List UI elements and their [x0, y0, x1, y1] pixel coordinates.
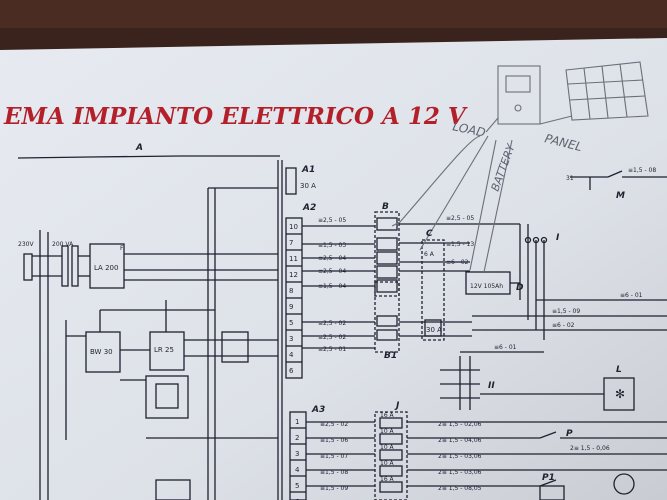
terminal-number: 3 [295, 450, 299, 458]
wire-label-lower-1: ≡2,5 - 02 [318, 320, 346, 327]
ink-wiring [17, 155, 667, 500]
wire-label-right-1: ≡2,5 - 05 [446, 215, 474, 222]
terminal-number: 4 [289, 351, 294, 359]
wire-label-upper-1: ≡2,5 - 05 [318, 217, 346, 224]
sketch-device [497, 65, 541, 125]
terminal-strip-a3: 1 2 3 4 5 6 [295, 418, 300, 500]
fuse-j-3: 10 A [380, 444, 395, 451]
terminal-number: 10 [289, 223, 298, 231]
wire-label-right-2: ≡1,5 - 13 [446, 241, 474, 248]
wire-label-far-3: ≡6 - 02 [552, 322, 575, 329]
terminal-number: 5 [289, 319, 293, 327]
wire-label-top-right: ≡1,5 - 08 [628, 167, 656, 174]
wire-label-far-2: ≡1,5 - 09 [552, 308, 580, 315]
label-LR: LR 25 [154, 346, 174, 354]
wire-label-j-3: 2≡ 1,5 - 03,06 [438, 453, 482, 460]
wood-grain-band [0, 0, 667, 28]
label-J: J [394, 401, 400, 411]
label-C: C [426, 229, 433, 239]
wire-label-a3-5: ≡1,5 - 09 [320, 485, 348, 492]
wire-label-upper-3: ≡2,5 - 04 [318, 255, 346, 262]
label-M: M [616, 191, 625, 201]
terminal-number: 4 [295, 466, 300, 474]
label-II: II [488, 381, 495, 391]
label-A2: A2 [302, 203, 316, 213]
terminal-number: 8 [289, 287, 293, 295]
wire-label-a3-4: ≡1,5 - 08 [320, 469, 348, 476]
terminal-number: 3 [289, 335, 293, 343]
label-B1: B1 [384, 351, 397, 361]
label-A1: A1 [301, 165, 315, 175]
sketch-load-label: LOAD [451, 119, 486, 140]
label-A1-rating: 30 A [300, 182, 316, 190]
label-P: P [566, 429, 573, 439]
terminal-number: 7 [289, 239, 293, 247]
label-31: 31 [566, 175, 574, 182]
wire-label-upper-2: ≡1,5 - 03 [318, 242, 346, 249]
wire-label-j-5: 2≡ 1,5 - 08,05 [438, 485, 482, 492]
motor-icon [613, 473, 635, 495]
fuse-j-2: 10 A [380, 428, 395, 435]
wire-label-upper-4: ≡2,5 - 04 [318, 268, 346, 275]
wire-label-a3-2: ≡1,5 - 06 [320, 437, 348, 444]
wire-label-upper-5: ≡1,5 - 04 [318, 283, 346, 290]
label-va: 200 VA [52, 241, 74, 248]
label-L: L [616, 365, 622, 375]
wire-label-p: 2≡ 1,5 - 0,06 [570, 445, 610, 452]
wire-label-far-4: ≡6 - 01 [494, 344, 517, 351]
sketch-panel [565, 61, 649, 121]
page-title: EMA IMPIANTO ELETTRICO A 12 V [3, 103, 468, 130]
label-D: D [516, 283, 524, 293]
label-C-rating: 30 A [426, 326, 442, 334]
terminal-number: 1 [295, 418, 299, 426]
wire-label-j-4: 2≡ 1,5 - 03,06 [438, 469, 482, 476]
terminal-number: 6 [295, 498, 300, 500]
wire-label-j-1: 2≡ 1,5 - 02,06 [438, 421, 482, 428]
fuse-j-1: 16 A [380, 412, 395, 419]
wire-label-j-2: 2≡ 1,5 - 04,06 [438, 437, 482, 444]
terminal-number: 12 [289, 271, 298, 279]
label-LA: LA 200 [94, 264, 118, 272]
wire-label-a3-1: ≡2,5 - 02 [320, 421, 348, 428]
wire-label-a3-3: ≡1,5 - 07 [320, 453, 348, 460]
wire-label-far-1: ≡6 - 01 [620, 292, 643, 299]
label-ac-in: 230V [18, 241, 34, 248]
label-A3: A3 [311, 405, 325, 415]
fuse-j-5: 16 A [380, 476, 395, 483]
wire-label-lower-3: ≡2,5 - 01 [318, 346, 346, 353]
label-fuse-c: 6 A [424, 251, 435, 258]
wire-label-lower-2: ≡2,5 - 02 [318, 334, 346, 341]
label-P1: P1 [542, 473, 555, 483]
pencil-sketch [391, 61, 649, 273]
lamp-icon: ✻ [615, 387, 625, 401]
wire-label-right-3: ≡6 - 02 [446, 259, 469, 266]
terminal-number: 2 [295, 434, 299, 442]
terminal-strip-a2: 10 7 11 12 8 9 5 3 4 6 [289, 223, 298, 375]
terminal-number: 9 [289, 303, 293, 311]
label-B: B [382, 202, 389, 212]
terminal-number: 5 [295, 482, 299, 490]
fuse-j-4: 10 A [380, 460, 395, 467]
label-BW: BW 30 [90, 348, 113, 356]
label-D-battery: 12V 105Ah [470, 283, 503, 290]
label-F: F [120, 245, 124, 252]
label-I: I [556, 233, 560, 243]
terminal-number: 6 [289, 367, 294, 375]
label-A: A [135, 143, 143, 153]
terminal-number: 11 [289, 255, 298, 263]
